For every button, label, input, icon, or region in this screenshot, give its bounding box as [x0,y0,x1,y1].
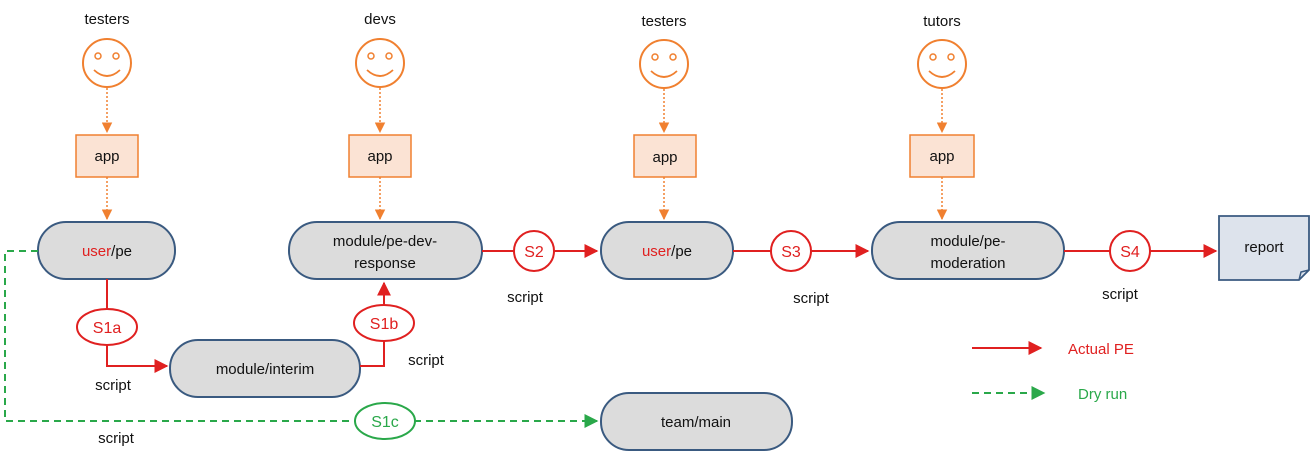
node-user-pe-2-label: user/pe [642,243,692,260]
step-s1a [76,308,138,346]
smiley-icon [639,39,689,89]
script-label-s1c: script [98,430,135,447]
app-box [633,134,697,178]
node-pe-moderation-line1: module/pe- [930,233,1005,250]
step-s2-label: S2 [524,244,544,261]
step-s1b [353,304,415,342]
actor-role-testers-2: testers [641,13,686,30]
app-label: app [94,148,119,165]
actor-role-devs: devs [364,11,396,28]
step-s1a-label: S1a [93,320,122,337]
app-label: app [367,148,392,165]
node-interim-label: module/interim [216,361,314,378]
node-team-main-label: team/main [661,414,731,431]
app-label: app [652,149,677,166]
node-pe-dev-response-line1: module/pe-dev- [333,233,437,250]
script-label-s4: script [1102,286,1139,303]
step-s3-label: S3 [781,244,801,261]
legend-dry-label: Dry run [1078,386,1127,403]
step-s4-label: S4 [1120,244,1140,261]
flow-s1c [4,250,599,428]
smiley-icon [355,38,405,88]
actor-role-tutors: tutors [923,13,961,30]
actor-role-testers-1: testers [84,11,129,28]
step-s1c-label: S1c [371,414,399,431]
step-s4 [1109,230,1151,272]
script-label-s3: script [793,290,830,307]
script-label-s1a: script [95,377,132,394]
node-user-pe-1-label: user/pe [82,243,132,260]
report-label: report [1244,239,1284,256]
legend-actual-label: Actual PE [1068,341,1134,358]
step-s2 [513,230,555,272]
step-s3 [770,230,812,272]
node-interim [169,339,361,398]
smiley-icon [82,38,132,88]
script-label-s1b: script [408,352,445,369]
app-box [75,134,139,178]
report-document-icon [1218,215,1310,281]
node-pe-moderation-line2: moderation [930,255,1005,272]
smiley-icon [917,39,967,89]
script-label-s2: script [507,289,544,306]
app-label: app [929,148,954,165]
step-s1b-label: S1b [370,316,399,333]
node-team-main [600,392,793,451]
step-s1c [354,402,416,440]
node-pe-dev-response-line2: response [354,255,416,272]
